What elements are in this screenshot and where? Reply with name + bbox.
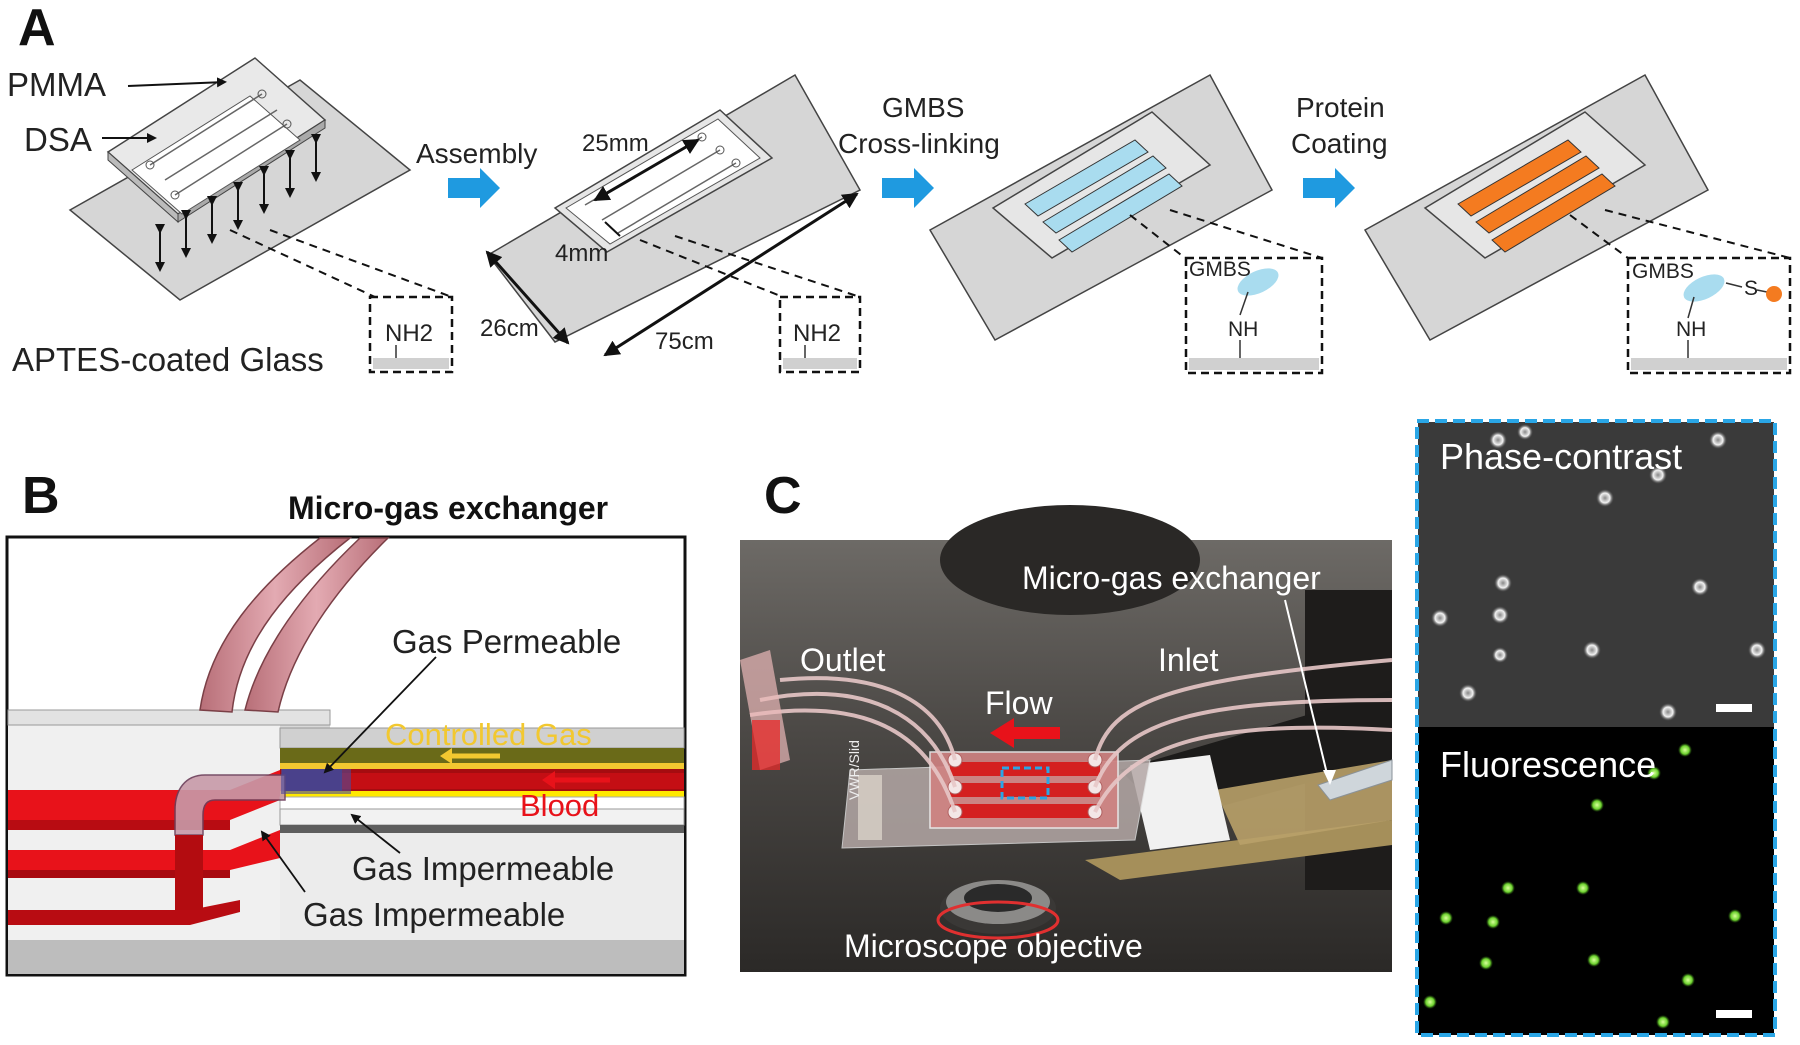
inset-2-nh2: NH2 — [793, 320, 842, 347]
micro-gas-exchanger-pointer — [1284, 599, 1329, 779]
dimension-75cm: 75cm — [655, 328, 714, 355]
fluorescence-image — [1418, 727, 1774, 1035]
panel-c-letter: C — [764, 467, 802, 525]
inlet-label: Inlet — [1158, 642, 1219, 678]
fluorescent-cells — [1423, 743, 1742, 1029]
layer-stack — [279, 727, 685, 940]
inset-protein — [1569, 209, 1792, 375]
assembly-label: Assembly — [416, 138, 538, 169]
microscope-objective-label: Microscope objective — [844, 928, 1143, 964]
device-exploded — [68, 57, 412, 301]
microscope-objective-lens — [936, 880, 1060, 940]
fluorescence-label: Fluorescence — [1440, 744, 1657, 785]
panel-a — [68, 57, 1792, 375]
syringe — [740, 650, 790, 770]
gas-permeable-label: Gas Permeable — [392, 623, 622, 660]
stage-plate — [1085, 820, 1392, 880]
exchanger-title: Micro-gas exchanger — [288, 490, 609, 526]
dimension-26cm: 26cm — [480, 315, 539, 342]
dsa-label: DSA — [24, 121, 92, 158]
gas-impermeable-pointer-2 — [260, 830, 306, 893]
slide-brand-label: VWR/Slid — [846, 740, 862, 800]
setup-tubing — [749, 658, 1393, 813]
aptes-glass-label: APTES-coated Glass — [12, 341, 324, 378]
dimension-4mm: 4mm — [555, 240, 609, 267]
inset-4-s: S — [1744, 277, 1759, 300]
gas-impermeable-pointer-1 — [350, 813, 401, 854]
inset-3-nh: NH — [1228, 318, 1259, 341]
white-card — [1130, 755, 1230, 850]
device-gmbs — [928, 73, 1274, 342]
gas-permeable-pointer — [323, 656, 437, 774]
panel-b — [5, 535, 687, 977]
inset-4-gmbs: GMBS — [1632, 260, 1694, 283]
gas-impermeable-label-2: Gas Impermeable — [303, 896, 566, 933]
gas-impermeable-label-1: Gas Impermeable — [352, 850, 615, 887]
inset-3-gmbs: GMBS — [1189, 258, 1251, 281]
inset-gmbs — [1129, 209, 1324, 375]
protein-step-label-2: Coating — [1291, 128, 1388, 159]
panel-b-letter: B — [22, 467, 60, 525]
controlled-gas-label: Controlled Gas — [385, 717, 592, 752]
imaging-region-box — [1000, 766, 1050, 800]
gmbs-step-label-1: GMBS — [882, 92, 965, 123]
pmma-pointer — [127, 77, 227, 88]
protein-step-label-1: Protein — [1296, 92, 1385, 123]
exchanger-tubes — [174, 537, 390, 910]
assembly-double-arrows — [155, 134, 321, 272]
panel-a-letter: A — [18, 0, 56, 57]
inset-4-nh: NH — [1676, 318, 1707, 341]
flow-label: Flow — [985, 685, 1053, 721]
phase-contrast-image — [1418, 422, 1774, 727]
exchanger-needle — [1317, 759, 1393, 801]
inset-aptes-2 — [639, 235, 862, 374]
dimension-25mm: 25mm — [582, 130, 649, 157]
process-arrow-3 — [1303, 168, 1355, 208]
panel-c-photo — [740, 505, 1393, 972]
inset-aptes — [229, 229, 454, 374]
outlet-label: Outlet — [800, 642, 886, 678]
process-arrow-1 — [448, 168, 500, 208]
flow-arrow — [1010, 727, 1060, 739]
blood-label: Blood — [520, 788, 600, 823]
inset-1-nh2: NH2 — [385, 320, 434, 347]
gmbs-step-label-2: Cross-linking — [838, 128, 1000, 159]
scale-bar-fluorescence — [1716, 1010, 1752, 1018]
process-arrow-2 — [882, 168, 934, 208]
micro-gas-exchanger-label: Micro-gas exchanger — [1022, 560, 1321, 596]
pmma-label: PMMA — [7, 66, 106, 103]
dimension-arrows — [485, 138, 859, 357]
device-protein — [1363, 73, 1710, 342]
phase-contrast-label: Phase-contrast — [1440, 436, 1683, 477]
microscopy-panel — [1415, 419, 1777, 1037]
scale-bar-phase — [1716, 704, 1752, 712]
phase-cells — [1431, 424, 1766, 721]
